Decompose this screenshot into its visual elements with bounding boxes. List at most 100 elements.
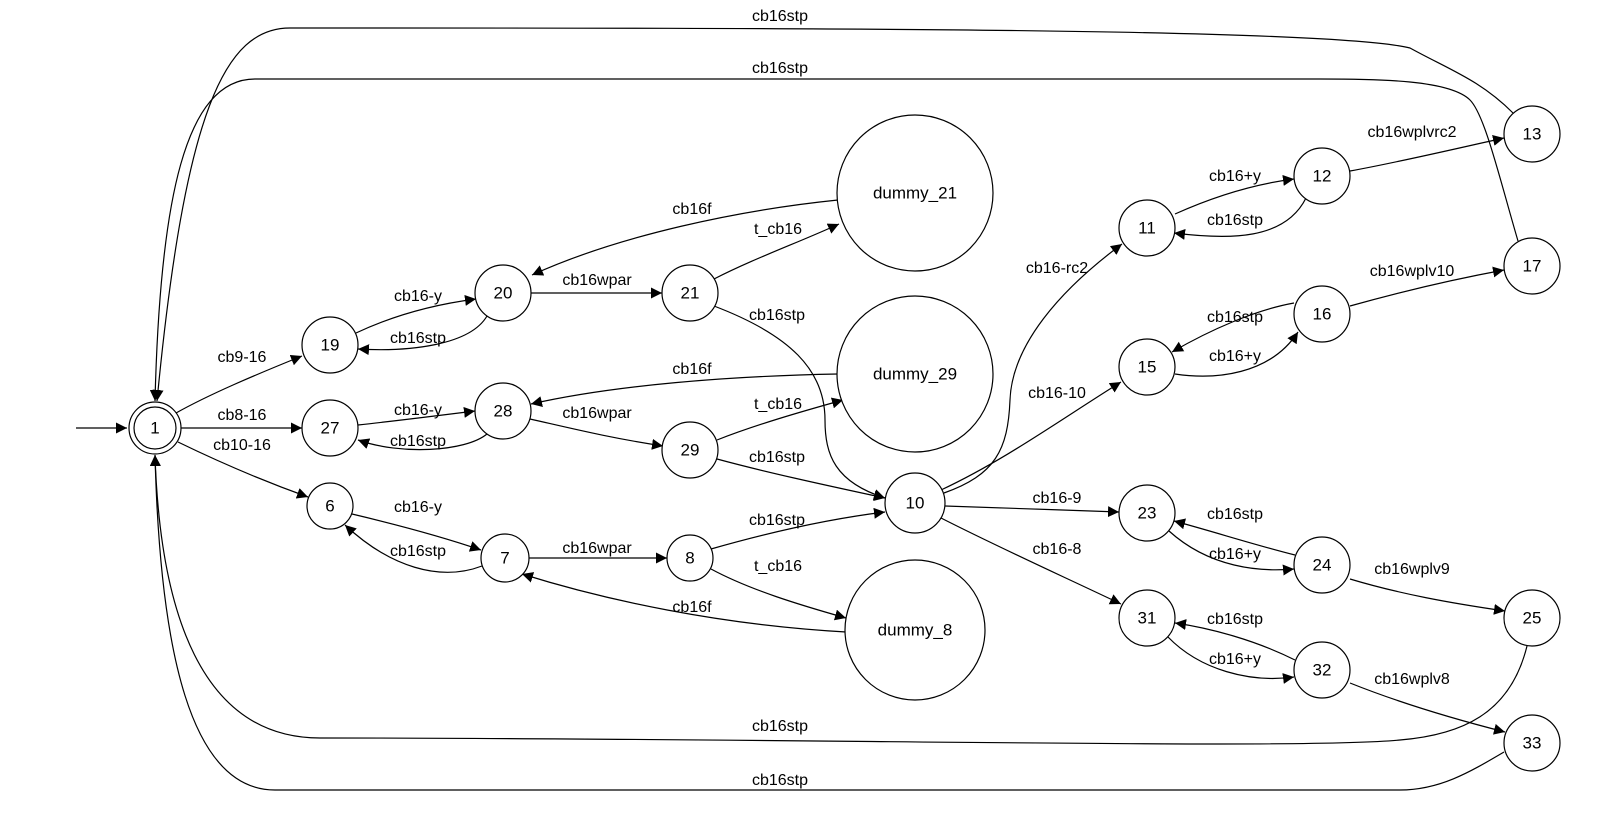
state-circle (1293, 641, 1351, 699)
state-label: 10 (906, 494, 925, 513)
edge-label: cb8-16 (218, 407, 267, 424)
state-circle (301, 399, 359, 457)
edge-label: cb16+y (1209, 651, 1261, 668)
state-label: 25 (1523, 609, 1542, 628)
edge-label: cb16wpar (562, 272, 632, 289)
edge-label: cb16stp (752, 718, 808, 735)
state-label: 6 (325, 497, 334, 516)
edge-12-to-13 (1349, 135, 1505, 172)
edge-label: cb16f (672, 599, 712, 616)
edge-label: t_cb16 (754, 221, 802, 238)
state-node-27: 27 (301, 399, 359, 457)
edges-layer (76, 27, 1528, 791)
edge-label: cb16stp (390, 433, 446, 450)
state-node-1: 1 (128, 401, 182, 455)
edge-29-to-10 (716, 458, 886, 502)
edge-label: cb16stp (752, 60, 808, 77)
edge-10-to-31 (940, 517, 1122, 605)
edge-27-to-28 (357, 406, 476, 426)
edge-labels-layer: cb9-16cb8-16cb10-16cb16-ycb16stpcb16wpar… (213, 8, 1456, 789)
state-node-16: 16 (1293, 285, 1351, 343)
edge-8-to-10 (710, 507, 886, 550)
state-circle (306, 482, 354, 530)
edge-16-to-15 (1171, 302, 1295, 353)
state-label: 29 (681, 441, 700, 460)
state-label: 1 (150, 419, 159, 438)
edge-label: cb16f (672, 361, 712, 378)
edge-label: cb16+y (1209, 546, 1261, 563)
edge-label: cb16-10 (1028, 385, 1086, 402)
state-node-21: 21 (661, 264, 719, 322)
state-circle (661, 421, 719, 479)
state-label: 28 (494, 402, 513, 421)
state-node-20: 20 (474, 264, 532, 322)
edge-25-to-1 (149, 454, 1528, 745)
state-node-15: 15 (1118, 338, 1176, 396)
edge-label: cb16stp (1207, 611, 1263, 628)
state-circle (1293, 536, 1351, 594)
edge-10-to-11 (943, 243, 1123, 494)
edge-label: cb16-9 (1033, 490, 1082, 507)
state-circle (884, 472, 946, 534)
state-circle (474, 264, 532, 322)
state-label: dummy_8 (878, 621, 953, 640)
state-circle (1503, 237, 1561, 295)
state-label: dummy_29 (873, 365, 957, 384)
edge-dummy_21-to-20 (531, 199, 839, 276)
state-label: 20 (494, 284, 513, 303)
state-circle (1503, 714, 1561, 772)
edge-8-to-dummy_8 (710, 568, 847, 621)
edge-23-to-24 (1168, 530, 1295, 576)
state-label: 19 (321, 336, 340, 355)
edge-33-to-1 (149, 454, 1505, 791)
state-node-24: 24 (1293, 536, 1351, 594)
state-label: 23 (1138, 504, 1157, 523)
edge-1-to-6 (177, 441, 309, 499)
edge-label: cb16wplv8 (1374, 671, 1450, 688)
state-node-17: 17 (1503, 237, 1561, 295)
edge-19-to-20 (355, 294, 477, 334)
state-circle (1118, 199, 1176, 257)
edge-10-to-15 (940, 381, 1122, 491)
state-circle (1293, 147, 1351, 205)
state-node-32: 32 (1293, 641, 1351, 699)
state-circle (1118, 484, 1176, 542)
edge-label: cb16f (672, 201, 712, 218)
state-label: 15 (1138, 358, 1157, 377)
state-circle (1503, 105, 1561, 163)
state-label: 16 (1313, 305, 1332, 324)
edge-21-to-10 (713, 305, 886, 500)
state-node-13: 13 (1503, 105, 1561, 163)
edge-32-to-31 (1174, 619, 1296, 661)
state-label: 31 (1138, 609, 1157, 628)
edge-label: cb16stp (749, 512, 805, 529)
edge-label: t_cb16 (754, 558, 802, 575)
state-circle (844, 559, 986, 701)
state-node-33: 33 (1503, 714, 1561, 772)
state-node-dummy_8: dummy_8 (844, 559, 986, 701)
state-label: 21 (681, 284, 700, 303)
edge-label: cb16stp (390, 330, 446, 347)
state-node-19: 19 (301, 316, 359, 374)
edge-24-to-23 (1173, 518, 1296, 556)
edge-label: cb16wplv10 (1370, 263, 1455, 280)
edge-label: cb16stp (752, 772, 808, 789)
state-label: 24 (1313, 556, 1332, 575)
state-circle (474, 382, 532, 440)
accepting-ring (133, 406, 177, 450)
state-node-12: 12 (1293, 147, 1351, 205)
edge-label: t_cb16 (754, 396, 802, 413)
state-node-25: 25 (1503, 589, 1561, 647)
state-circle (1118, 589, 1176, 647)
state-node-29: 29 (661, 421, 719, 479)
state-label: dummy_21 (873, 184, 957, 203)
state-circle (1118, 338, 1176, 396)
edge-label: cb16stp (749, 307, 805, 324)
state-label: 13 (1523, 125, 1542, 144)
state-label: 8 (685, 549, 694, 568)
state-label: 11 (1138, 219, 1156, 238)
state-node-8: 8 (666, 534, 714, 582)
edge-label: cb16stp (1207, 506, 1263, 523)
